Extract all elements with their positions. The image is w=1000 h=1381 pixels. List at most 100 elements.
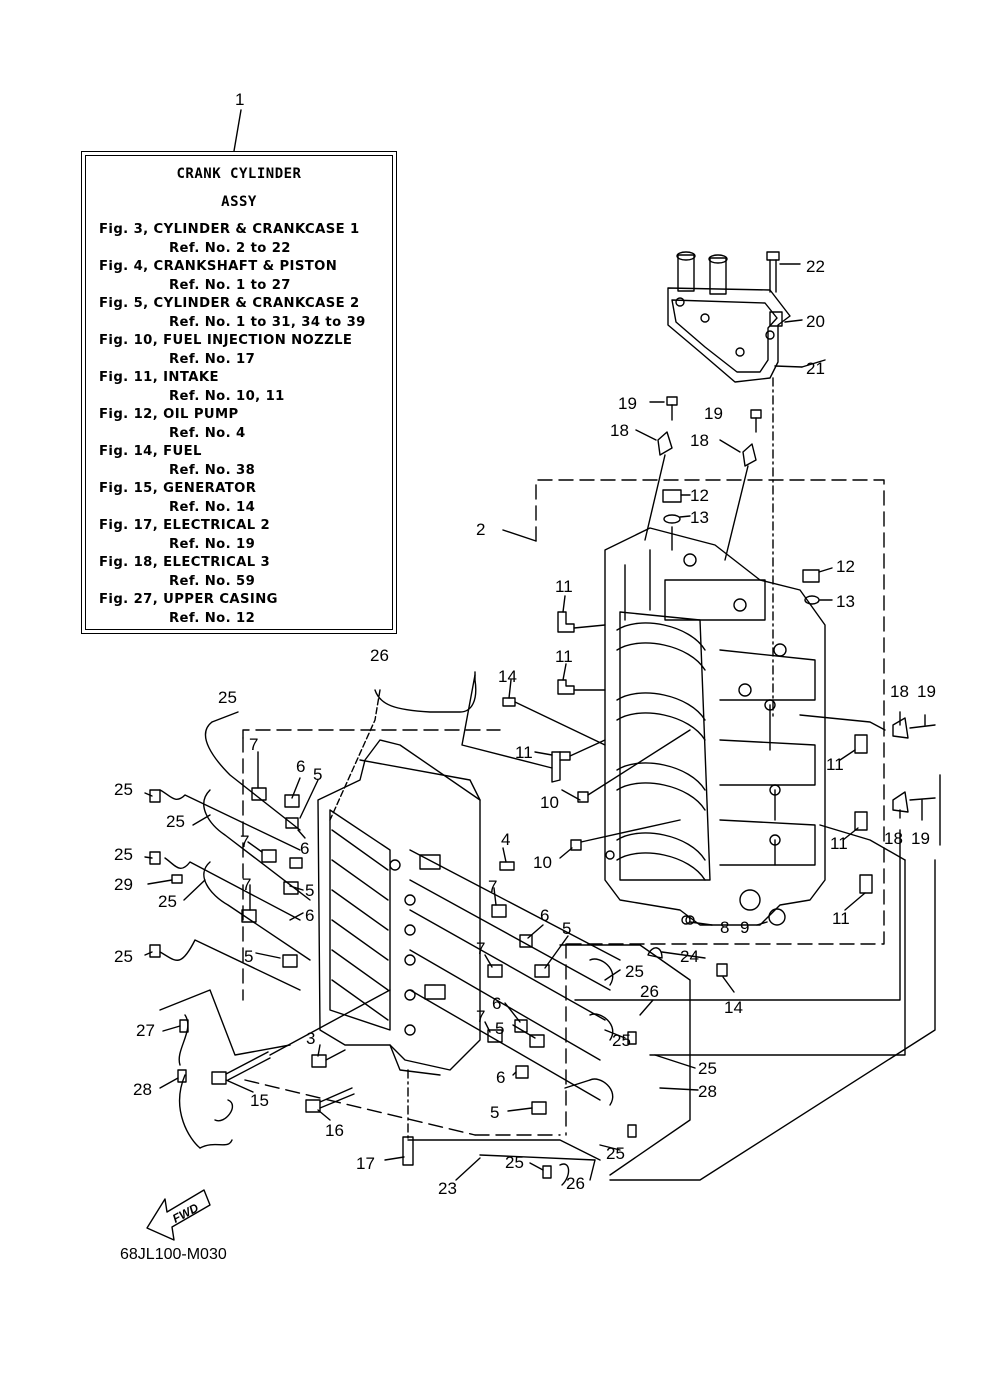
callout-7: 7 [476,939,485,958]
dowel-14-lower [716,963,728,977]
ref-range: Ref. No. 38 [169,462,256,478]
ref-range: Ref. No. 17 [169,351,256,367]
callout-1: 1 [235,90,244,109]
ref-range: Ref. No. 4 [169,425,246,441]
figure-ref: Fig. 15, GENERATOR [99,481,257,496]
elbow-fitting-11-lower [551,739,606,783]
figure-ref: Fig. 18, ELECTRICAL 3 [99,555,271,570]
head-cover [667,251,791,383]
callout-5: 5 [244,947,253,966]
bolt-19-right [750,409,762,433]
figure-ref: Fig. 3, CYLINDER & CRANKCASE 1 [99,222,360,237]
callout-19: 19 [911,829,930,848]
ref-range: Ref. No. 1 to 31, 34 to 39 [169,314,366,330]
callout-29: 29 [114,875,133,894]
callout-18: 18 [890,682,909,701]
callout-19: 19 [618,394,637,413]
fwd-label: FWD [170,1200,201,1225]
callout-5: 5 [313,765,322,784]
fitting-12-13-right [802,567,833,605]
callout-6: 6 [300,839,309,858]
callout-25: 25 [612,1031,631,1050]
callout-leaders [144,359,926,1181]
callout-3: 3 [306,1029,315,1048]
pin-4 [499,861,515,871]
ref-range: Ref. No. 1 to 27 [169,277,291,293]
ref-range: Ref. No. 19 [169,536,256,552]
hose-25-left [149,721,311,991]
plug-10-lower [570,839,582,851]
callout-26: 26 [640,982,659,1001]
callout-11: 11 [830,834,848,853]
callout-18: 18 [690,431,709,450]
callout-4: 4 [501,830,510,849]
callout-22: 22 [806,257,825,276]
callout-numbers: 1 2 3 4 5 5 5 5 5 5 6 6 6 6 6 6 7 7 7 7 … [114,90,936,1198]
callout-26: 26 [370,646,389,665]
callout-25: 25 [114,780,133,799]
bracket-18-19-right [892,717,936,813]
bolt-19-left [649,396,678,421]
callout-26: 26 [566,1174,585,1193]
callout-6: 6 [540,906,549,925]
figure-ref: Fig. 11, INTAKE [99,370,219,385]
pipe-23 [479,1154,596,1161]
callout-15: 15 [250,1091,269,1110]
callout-11: 11 [515,743,533,762]
callout-2: 2 [476,520,485,539]
callout-8: 8 [720,918,729,937]
callout-13: 13 [690,508,709,527]
check-valves [241,787,550,1115]
callout-27: 27 [136,1021,155,1040]
callout-17: 17 [356,1154,375,1173]
callout-25: 25 [114,947,133,966]
assembly-reference-box: CRANK CYLINDER ASSY Fig. 3, CYLINDER & C… [81,151,397,634]
callout-7: 7 [249,735,258,754]
elbow-fitting-11-mid [557,679,606,695]
stud-17 [402,1136,414,1166]
callout-14: 14 [498,667,517,686]
callout-21: 21 [806,359,825,378]
callout-7: 7 [242,875,251,894]
callout-25: 25 [166,812,185,831]
assembly-title: CRANK CYLINDER [176,166,302,182]
callout-19: 19 [704,404,723,423]
cylinder-block [604,527,826,926]
callout-18: 18 [610,421,629,440]
clamp-18-right [719,439,757,561]
plug-10-upper [577,791,589,803]
ref-range: Ref. No. 14 [169,499,256,515]
assembly-subtitle: ASSY [221,194,257,210]
callout-11: 11 [555,647,573,666]
callout-5: 5 [562,919,571,938]
callout-7: 7 [476,1007,485,1026]
ref-range: Ref. No. 12 [169,610,256,626]
crankcase-plate [317,739,481,1076]
callout-25: 25 [158,892,177,911]
bolt-16 [305,1087,355,1113]
callout-6: 6 [296,757,305,776]
callout-25: 25 [114,845,133,864]
callout-16: 16 [325,1121,344,1140]
callout-24: 24 [680,947,699,966]
diagram-part-code: 68JL100-M030 [120,1246,227,1263]
callout-28: 28 [698,1082,717,1101]
fwd-arrow-icon [146,1189,211,1241]
ref-range: Ref. No. 10, 11 [169,388,285,404]
figure-reference-list: Fig. 3, CYLINDER & CRANKCASE 1 Ref. No. … [99,221,366,628]
figure-ref: Fig. 14, FUEL [99,444,202,459]
dowel-14-upper [502,697,516,707]
callout-12: 12 [690,486,709,505]
figure-ref: Fig. 10, FUEL INJECTION NOZZLE [99,333,353,348]
figure-ref: Fig. 5, CYLINDER & CRANKCASE 2 [99,296,360,311]
callout-14: 14 [724,998,743,1017]
plug-8 [681,915,691,925]
callout-5: 5 [495,1019,504,1038]
callout-20: 20 [806,312,825,331]
callout-5: 5 [305,881,314,900]
figure-ref: Fig. 12, OIL PUMP [99,407,239,422]
callout-10: 10 [540,793,559,812]
ref-range: Ref. No. 2 to 22 [169,240,291,256]
clip-24 [647,947,663,959]
